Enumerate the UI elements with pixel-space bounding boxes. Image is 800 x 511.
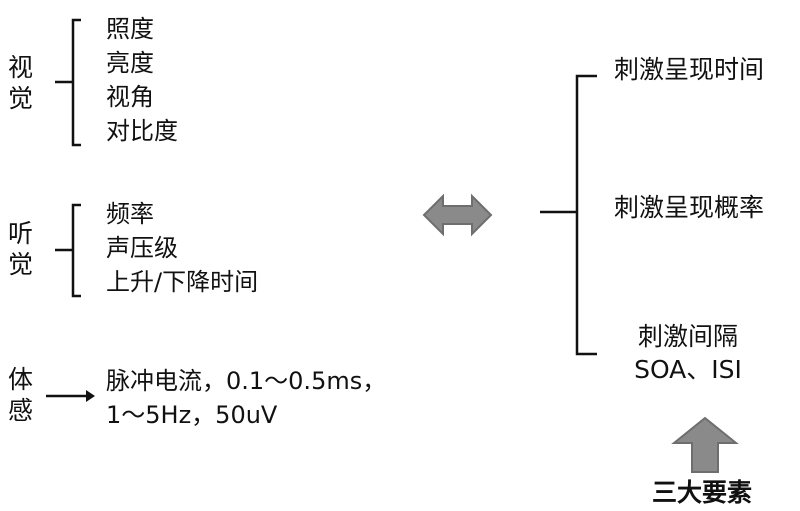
hearing-items: 频率 声压级 上升/下降时间 bbox=[106, 197, 258, 299]
hearing-label-char: 觉 bbox=[8, 250, 34, 279]
right-brace bbox=[540, 74, 597, 356]
touch-label-char: 感 bbox=[8, 396, 34, 425]
presentation-time: 刺激呈现时间 bbox=[614, 55, 765, 84]
three-elements-caption: 三大要素 bbox=[652, 478, 753, 507]
vision-item: 照度 bbox=[106, 15, 154, 43]
vision-item: 亮度 bbox=[106, 49, 154, 77]
touch-label: 体 感 bbox=[8, 364, 33, 426]
hearing-brace bbox=[55, 203, 81, 298]
hearing-item: 上升/下降时间 bbox=[106, 268, 259, 296]
up-arrow-icon bbox=[671, 416, 739, 473]
vision-brace bbox=[55, 18, 81, 147]
touch-description: 脉冲电流，0.1～0.5ms， 1～5Hz，50uV bbox=[106, 364, 386, 432]
interval-line: SOA、ISI bbox=[634, 355, 742, 384]
vision-item: 视角 bbox=[106, 83, 154, 111]
hearing-item: 频率 bbox=[106, 200, 154, 228]
touch-line: 1～5Hz，50uV bbox=[106, 401, 278, 429]
vision-label-char: 觉 bbox=[8, 84, 34, 113]
vision-item: 对比度 bbox=[106, 117, 178, 145]
vision-items: 照度 亮度 视角 对比度 bbox=[106, 12, 178, 148]
touch-line: 脉冲电流，0.1～0.5ms， bbox=[106, 367, 387, 395]
stimulus-interval: 刺激间隔 SOA、ISI bbox=[614, 320, 762, 386]
presentation-probability: 刺激呈现概率 bbox=[614, 193, 765, 222]
right-arrow-icon bbox=[46, 390, 95, 402]
interval-line: 刺激间隔 bbox=[637, 322, 738, 351]
vision-label-char: 视 bbox=[8, 53, 34, 82]
vision-label: 视 觉 bbox=[8, 52, 33, 114]
hearing-label: 听 觉 bbox=[8, 218, 33, 280]
hearing-item: 声压级 bbox=[106, 234, 178, 262]
hearing-label-char: 听 bbox=[8, 219, 34, 248]
left-right-arrow-icon bbox=[422, 193, 493, 237]
touch-label-char: 体 bbox=[8, 365, 34, 394]
